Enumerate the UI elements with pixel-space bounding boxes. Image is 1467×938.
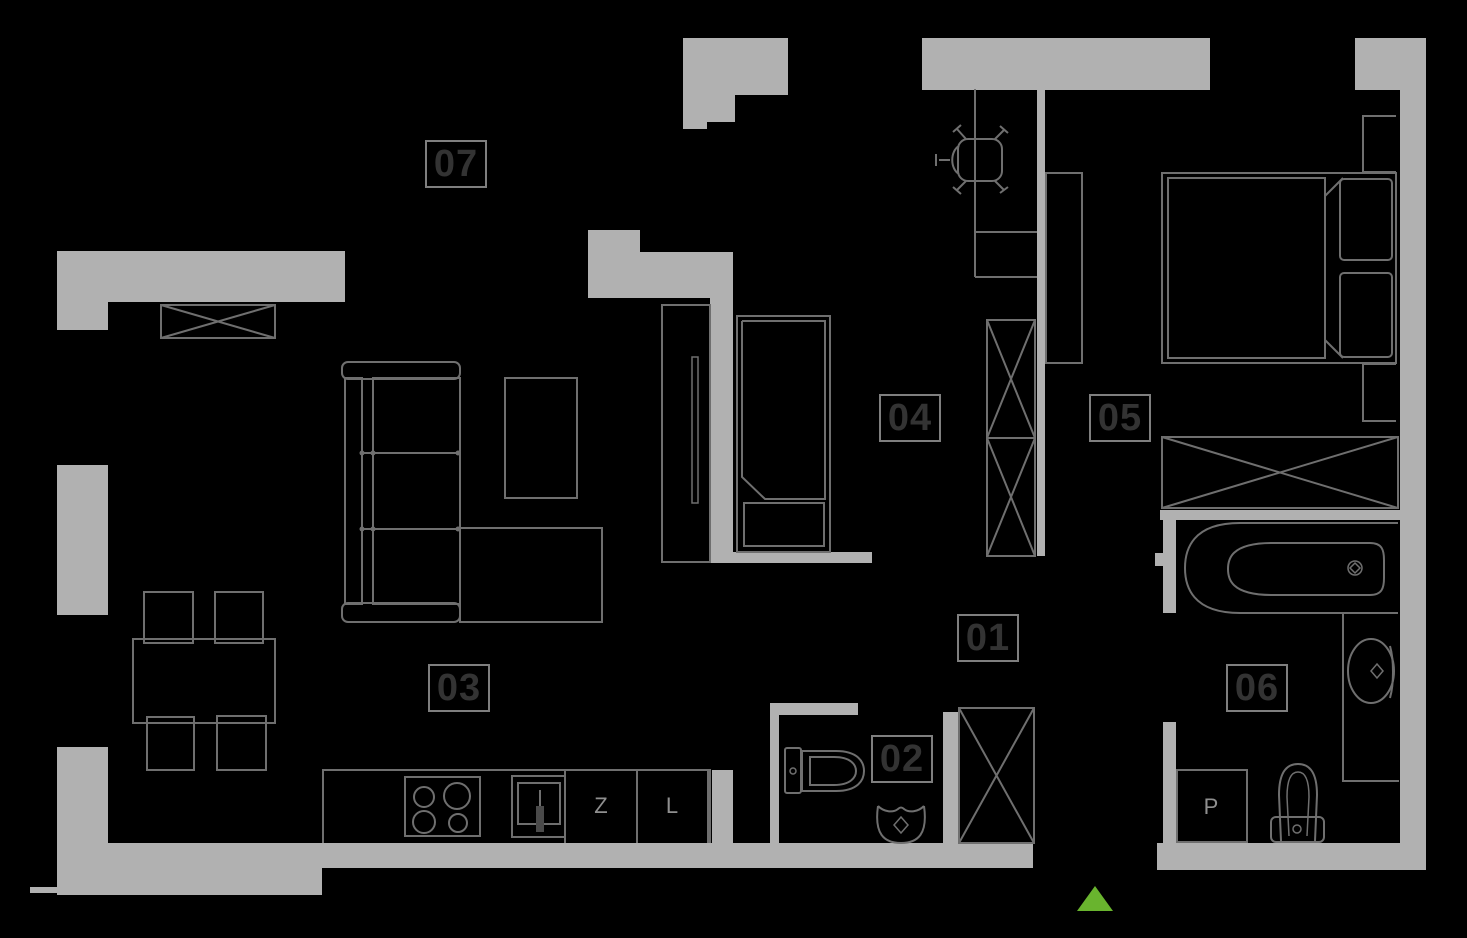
office-chair [935, 124, 1009, 195]
stove [404, 776, 481, 837]
wc-toilet [784, 747, 866, 794]
tv-cabinet [661, 304, 711, 563]
room-label-03: 03 [428, 664, 490, 712]
bed-single [736, 315, 831, 553]
desk-shelf [974, 89, 1037, 278]
bathroom-sink [1347, 638, 1395, 704]
closet [1045, 172, 1083, 364]
bathroom-toilet [1270, 762, 1325, 843]
window-radiator [160, 304, 276, 339]
sofa [341, 361, 603, 623]
washing-machine-label: P [1203, 794, 1219, 819]
room-label-04: 04 [879, 394, 941, 442]
kitchen-sink [511, 775, 566, 838]
bathtub [1183, 522, 1398, 614]
nightstand-top [1362, 115, 1396, 173]
dresser [1161, 436, 1399, 509]
room-label-06: 06 [1226, 664, 1288, 712]
tall-wardrobe [986, 319, 1036, 557]
dining-set [132, 591, 276, 771]
nightstand-bottom [1362, 363, 1396, 422]
room-label-07: 07 [425, 140, 487, 188]
kitchen-counter [322, 769, 711, 843]
fridge-label: L [665, 793, 679, 818]
entry-wardrobe [958, 707, 1035, 844]
walls [30, 38, 1426, 895]
room-label-02: 02 [871, 735, 933, 783]
wc-basin [876, 805, 926, 845]
room-label-05: 05 [1089, 394, 1151, 442]
dishwasher-label: Z [594, 793, 608, 818]
coffee-table [504, 377, 578, 499]
vanity-counter [1342, 613, 1399, 782]
bed-double [1161, 172, 1397, 364]
washing-machine [1176, 769, 1248, 843]
room-label-01: 01 [957, 614, 1019, 662]
entrance-arrow-icon [1077, 886, 1113, 911]
